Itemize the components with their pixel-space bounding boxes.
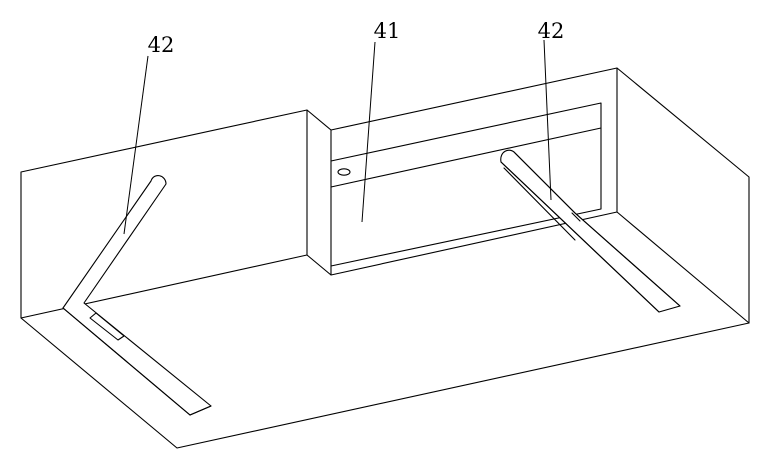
label-part-42-left: 42	[148, 33, 175, 57]
center-slot	[306, 102, 618, 276]
right-bent-rod	[500, 149, 681, 313]
left-bent-rod	[62, 175, 212, 416]
label-part-41: 41	[374, 19, 401, 43]
base-plate	[20, 67, 750, 449]
hole-icon	[337, 168, 351, 176]
leader-lines	[123, 39, 552, 235]
label-part-42-right: 42	[538, 19, 565, 43]
